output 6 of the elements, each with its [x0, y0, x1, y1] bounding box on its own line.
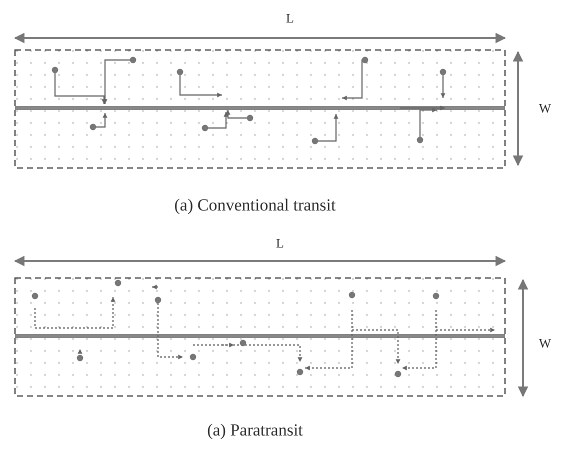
figure-caption: (a) Paratransit: [207, 422, 303, 438]
dimension-label: L: [276, 236, 284, 250]
dimension-label: L: [286, 12, 294, 24]
dimension-label: W: [538, 336, 552, 350]
figure-caption: (a) Conventional transit: [174, 196, 336, 214]
dimension-label: W: [538, 102, 552, 114]
